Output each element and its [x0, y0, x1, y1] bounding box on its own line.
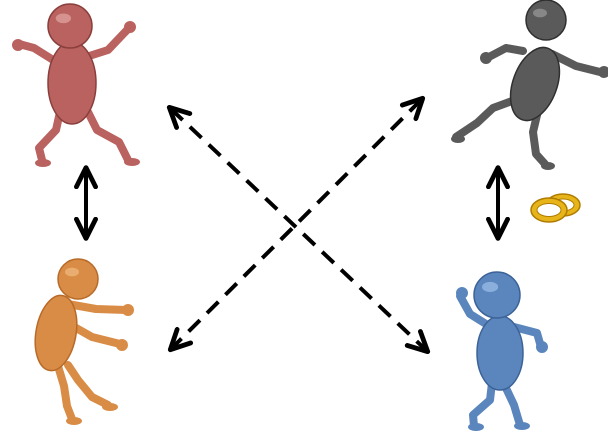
stick-figure-gray-hand-left: [480, 52, 492, 64]
stick-figure-orange-head-highlight: [65, 267, 79, 277]
stick-figure-gray-head: [525, 0, 567, 41]
stick-figure-gray-foot-right: [541, 162, 555, 170]
stick-figure-red-body: [47, 41, 97, 125]
stick-figure-blue-foot-right: [514, 422, 530, 430]
wedding-rings-icon: [530, 193, 581, 223]
stick-figure-orange-body: [34, 294, 78, 372]
stick-figure-gray-body: [509, 46, 561, 122]
stick-figure-orange-head: [57, 258, 99, 300]
stick-figure-blue-body: [476, 315, 524, 391]
ring-front-hole: [536, 203, 562, 217]
stick-figure-blue-foot-left: [468, 423, 484, 431]
stick-figure-blue-head-highlight: [482, 281, 499, 293]
stick-figure-blue: [456, 271, 548, 431]
stick-figure-red-head-highlight: [55, 13, 72, 24]
stick-figure-red-hand-left: [12, 39, 24, 51]
stick-figure-orange: [34, 258, 134, 425]
stick-figure-gray-hand-right: [598, 66, 608, 78]
stick-figure-blue-hand-left: [456, 287, 468, 299]
stick-figure-orange-hand-top: [122, 304, 134, 316]
stick-figure-red-limbs: [15, 25, 132, 164]
dashed-arrow-top-left-to-bottom-right: [166, 104, 431, 355]
stick-figure-red-foot-left: [35, 159, 51, 167]
stick-figure-red-hand-right: [124, 21, 136, 33]
stick-figure-orange-foot-left: [66, 417, 82, 425]
stick-figure-gray-limbs: [452, 44, 604, 168]
stick-figure-gray-head-highlight: [533, 8, 547, 18]
stick-figure-red: [12, 3, 140, 167]
stick-figure-red-foot-right: [124, 158, 140, 166]
dashed-arrow-top-right-to-bottom-left: [167, 95, 426, 353]
stick-figure-red-head: [47, 3, 93, 49]
stick-figure-blue-head: [473, 271, 521, 319]
stick-figure-orange-hand-bottom: [116, 339, 128, 351]
stick-figure-gray: [451, 0, 608, 170]
stick-figure-gray-foot-left: [451, 135, 465, 143]
stick-figure-blue-hand-right: [536, 341, 548, 353]
stick-figure-orange-foot-right: [102, 403, 118, 411]
